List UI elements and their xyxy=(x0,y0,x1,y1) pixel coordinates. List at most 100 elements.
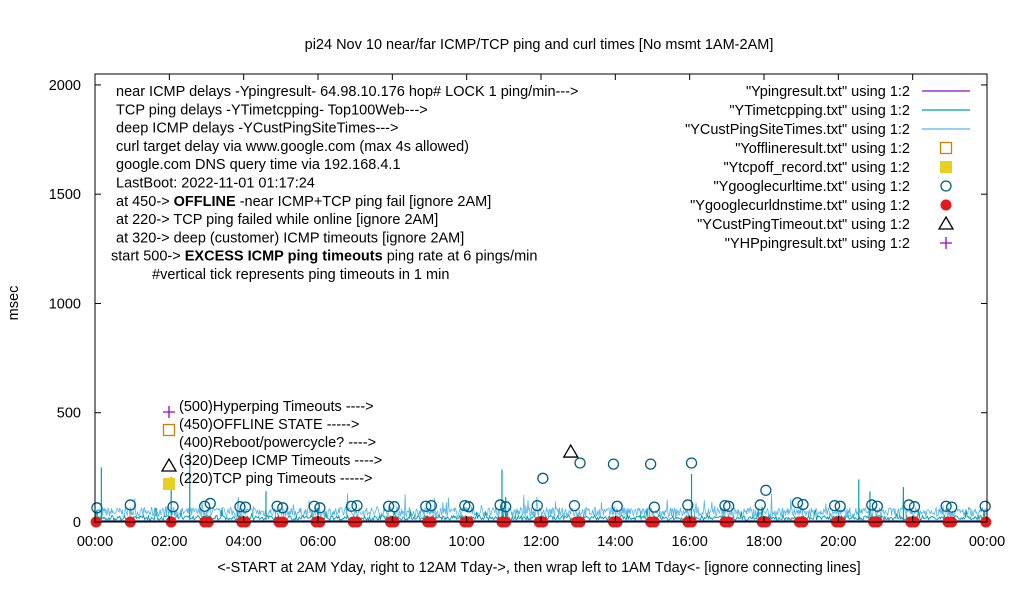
legend-label-8: "YHPpingresult.txt" using 1:2 xyxy=(725,236,910,252)
point-5-31 xyxy=(719,499,731,512)
x-tick-label-11: 22:00 xyxy=(895,534,931,550)
point-5-24 xyxy=(574,457,586,469)
legend-swatch-8 xyxy=(940,237,952,249)
point-5-18 xyxy=(462,501,475,513)
y-tick-label-0: 0 xyxy=(73,515,81,531)
point-5-37 xyxy=(828,499,841,512)
annotation-part: start 500-> xyxy=(111,249,185,265)
annotation-line-4: google.com DNS query time via 192.168.4.… xyxy=(116,157,401,173)
annotation-part: TCP ping delays -YTimetcpping- Top100Web… xyxy=(116,102,428,118)
legend-label-3: "Yofflineresult.txt" using 1:2 xyxy=(735,141,910,157)
point-5-38 xyxy=(834,500,846,512)
annotation-part: near ICMP delays -Ypingresult- 64.98.10.… xyxy=(116,84,579,100)
legend-swatch-5 xyxy=(940,180,952,192)
legend-label-1: "YTimetcpping.txt" using 1:2 xyxy=(729,103,910,119)
annotation-part: LastBoot: 2022-11-01 01:17:24 xyxy=(116,176,315,192)
y-tick-label-3: 1500 xyxy=(49,187,81,203)
point-5-2 xyxy=(167,501,179,513)
point-5-15 xyxy=(420,500,432,512)
point-5-26 xyxy=(611,500,623,512)
point-5-20 xyxy=(500,501,512,513)
marker-key-symbol-1 xyxy=(162,423,176,437)
y-tick-label-4: 2000 xyxy=(49,78,81,94)
annotation-line-3: curl target delay via www.google.com (ma… xyxy=(116,139,469,155)
legend-swatch-7 xyxy=(937,215,955,230)
marker-key-label-4: (220)TCP ping Timeouts -----> xyxy=(179,471,373,487)
y-axis-label: msec xyxy=(6,286,22,321)
annotation-part: #vertical tick represents ping timeouts … xyxy=(152,267,449,283)
marker-key-label-1: (450)OFFLINE STATE -----> xyxy=(179,417,359,433)
annotation-part: at 320-> deep (customer) ICMP timeouts [… xyxy=(116,230,464,246)
point-5-5 xyxy=(234,501,246,513)
point-5-10 xyxy=(314,502,326,514)
y-tick-label-1: 500 xyxy=(57,406,81,422)
legend-swatch-6 xyxy=(940,199,952,211)
marker-key-symbol-3 xyxy=(160,457,178,472)
annotation-part: -near ICMP+TCP ping fail [ignore 2AM] xyxy=(236,194,492,210)
annotation-part: google.com DNS query time via 192.168.4.… xyxy=(116,157,401,173)
point-5-42 xyxy=(908,501,921,513)
annotation-part: at 450-> xyxy=(116,194,174,210)
x-tick-label-2: 04:00 xyxy=(226,534,262,550)
point-5-32 xyxy=(723,500,735,512)
point-5-40 xyxy=(871,500,884,512)
legend-label-0: "Ypingresult.txt" using 1:2 xyxy=(746,84,910,100)
point-5-44 xyxy=(946,501,958,513)
legend-label-2: "YCustPingSiteTimes.txt" using 1:2 xyxy=(685,122,910,138)
x-tick-label-0: 00:00 xyxy=(77,534,113,550)
x-tick-label-5: 10:00 xyxy=(449,534,485,550)
point-5-8 xyxy=(277,502,289,514)
point-7-0 xyxy=(562,443,579,458)
point-5-23 xyxy=(568,499,581,512)
point-5-13 xyxy=(382,500,395,512)
annotation-line-7: at 220-> TCP ping failed while online [i… xyxy=(116,212,438,228)
annotation-line-1: TCP ping delays -YTimetcpping- Top100Web… xyxy=(116,102,428,118)
annotation-line-9: start 500-> EXCESS ICMP ping timeouts pi… xyxy=(111,249,537,265)
point-5-28 xyxy=(648,501,661,513)
marker-key-label-3: (320)Deep ICMP Timeouts ----> xyxy=(179,453,382,469)
point-5-7 xyxy=(271,500,283,512)
series-deep-icmp-trace xyxy=(94,493,988,519)
annotation-part: curl target delay via www.google.com (ma… xyxy=(116,139,469,155)
x-axis-label: <-START at 2AM Yday, right to 12AM Tday-… xyxy=(217,560,860,576)
marker-key-label-2: (400)Reboot/powercycle? ----> xyxy=(179,435,376,451)
point-5-4 xyxy=(204,497,216,510)
point-5-41 xyxy=(903,499,915,511)
point-5-27 xyxy=(644,458,657,470)
point-5-11 xyxy=(345,500,358,512)
point-5-16 xyxy=(425,499,438,512)
point-5-21 xyxy=(531,499,543,512)
point-5-45 xyxy=(979,500,991,512)
point-5-6 xyxy=(239,501,252,513)
annotation-line-8: at 320-> deep (customer) ICMP timeouts [… xyxy=(116,230,464,246)
point-5-1 xyxy=(124,499,136,511)
x-tick-label-9: 18:00 xyxy=(746,534,782,550)
annotation-part: ping rate at 6 pings/min xyxy=(383,249,538,265)
y-tick-label-2: 1000 xyxy=(49,296,81,312)
x-tick-label-6: 12:00 xyxy=(523,534,559,550)
legend-label-5: "Ygooglecurltime.txt" using 1:2 xyxy=(714,179,910,195)
x-tick-label-7: 14:00 xyxy=(597,534,633,550)
annotation-line-6: at 450-> OFFLINE -near ICMP+TCP ping fai… xyxy=(116,194,491,210)
point-5-14 xyxy=(388,501,400,513)
point-5-19 xyxy=(494,499,506,511)
point-5-3 xyxy=(198,500,211,512)
point-5-36 xyxy=(797,498,809,511)
annotation-part: deep ICMP delays -YCustPingSiteTimes---> xyxy=(116,121,398,137)
point-5-25 xyxy=(607,458,620,470)
legend-label-4: "Ytcpoff_record.txt" using 1:2 xyxy=(723,160,910,176)
legend-swatch-4 xyxy=(940,161,952,173)
point-5-34 xyxy=(760,484,772,496)
point-5-35 xyxy=(791,497,804,509)
point-5-0 xyxy=(91,502,103,514)
point-5-29 xyxy=(682,499,694,511)
point-5-33 xyxy=(754,499,766,511)
x-tick-label-10: 20:00 xyxy=(820,534,856,550)
legend-swatch-3 xyxy=(939,141,953,155)
marker-key-symbol-0 xyxy=(163,406,175,418)
chart-title: pi24 Nov 10 near/far ICMP/TCP ping and c… xyxy=(305,37,774,53)
point-5-39 xyxy=(866,499,878,511)
legend-label-7: "YCustPingTimeout.txt" using 1:2 xyxy=(697,217,910,233)
x-tick-label-8: 16:00 xyxy=(672,534,708,550)
